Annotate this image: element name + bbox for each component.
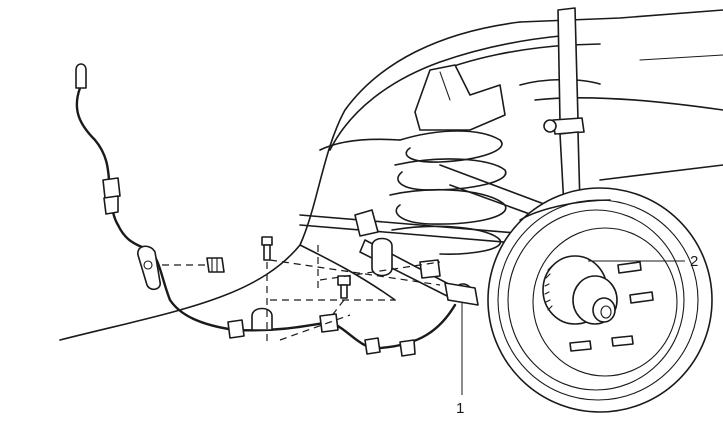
wheel-arch-body-outline: [59, 21, 561, 341]
wheel-hub: [542, 255, 618, 325]
callout-label-2: 2: [690, 253, 698, 270]
spring-upper-seat: [414, 64, 506, 131]
dashed-guide-lines: [269, 245, 441, 341]
coil-spring: [319, 130, 507, 255]
sensor-arm: [359, 237, 479, 306]
abs-sensor-harness: [75, 63, 457, 357]
callout-label-1: 1: [456, 400, 464, 417]
wheel-studs: [569, 261, 654, 352]
callout-2: 2: [588, 253, 698, 270]
bolt-upper: [261, 236, 273, 345]
harness-bracket: [137, 245, 161, 291]
callout-1: 1: [456, 302, 464, 417]
bolt-lower: [329, 275, 351, 319]
axle-beam: [299, 164, 561, 246]
bracket-bolt-left: [162, 257, 225, 273]
